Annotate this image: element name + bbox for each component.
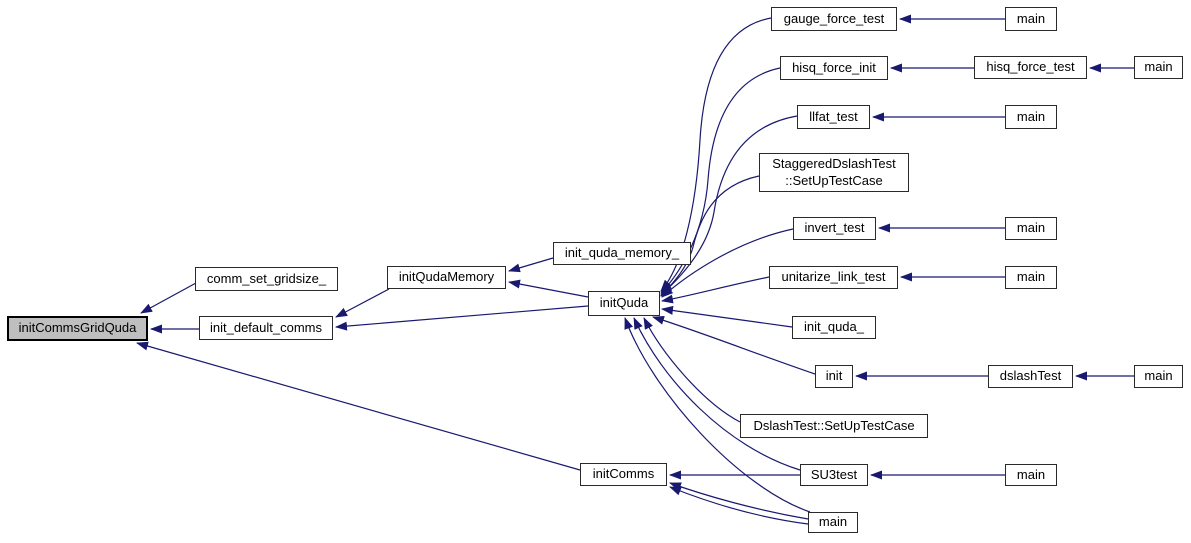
edge-dslash-setup-to-initQuda xyxy=(643,317,741,423)
edge-init_quda_memory_-to-initQudaMemory xyxy=(508,257,554,273)
node-init-default-comms[interactable]: init_default_comms xyxy=(199,316,333,340)
edge-main-bottom-to-initComms xyxy=(669,486,809,525)
node-main-llfat[interactable]: main xyxy=(1005,105,1057,129)
node-init[interactable]: init xyxy=(815,365,853,388)
node-llfat-test[interactable]: llfat_test xyxy=(797,105,870,129)
edge-comm_set_gridsize_-to-initCommsGridQuda xyxy=(140,282,197,314)
edge-SU3test-to-initQuda xyxy=(633,317,801,471)
node-unitarize-link-test[interactable]: unitarize_link_test xyxy=(769,266,898,289)
node-main-unitarize[interactable]: main xyxy=(1005,266,1057,289)
node-dslash-setup[interactable]: DslashTest::SetUpTestCase xyxy=(740,414,928,438)
node-main-dslash[interactable]: main xyxy=(1134,365,1183,388)
node-gauge-force-test[interactable]: gauge_force_test xyxy=(771,7,897,31)
edge-invert_test-to-initQuda xyxy=(661,228,794,298)
node-initqudamemory[interactable]: initQudaMemory xyxy=(387,266,506,289)
edge-llfat_test-to-initQuda xyxy=(660,115,798,296)
node-hisq-force-init[interactable]: hisq_force_init xyxy=(780,56,888,80)
edge-init-to-initQuda xyxy=(652,315,816,375)
edge-initQuda-to-init_default_comms xyxy=(335,305,589,331)
edge-hisq_force_init-to-initQuda xyxy=(660,67,781,294)
node-initcommsgridquda[interactable]: initCommsGridQuda xyxy=(7,316,148,341)
edge-main-bottom-to-initQuda xyxy=(624,317,811,513)
node-su3test[interactable]: SU3test xyxy=(800,464,868,486)
node-invert-test[interactable]: invert_test xyxy=(793,217,876,240)
node-initcomms[interactable]: initComms xyxy=(580,463,667,486)
node-comm-set-gridsize[interactable]: comm_set_gridsize_ xyxy=(195,267,338,291)
node-main-su3[interactable]: main xyxy=(1005,464,1057,486)
node-main-hisq[interactable]: main xyxy=(1134,56,1183,79)
edge-init_quda_-to-initQuda xyxy=(661,305,793,328)
node-hisq-force-test[interactable]: hisq_force_test xyxy=(974,56,1087,79)
node-init-quda[interactable]: init_quda_ xyxy=(792,316,876,339)
node-staggered-setup[interactable]: StaggeredDslashTest ::SetUpTestCase xyxy=(759,153,909,192)
edges xyxy=(136,14,1134,525)
edge-initQudaMemory-to-init_default_comms xyxy=(335,288,390,318)
edge-main-bottom-to-initComms xyxy=(669,482,809,520)
edge-staggered-setup-to-initQuda xyxy=(660,175,760,297)
node-initquda[interactable]: initQuda xyxy=(588,291,660,316)
edge-initQuda-to-initQudaMemory xyxy=(508,279,589,298)
node-dslashtest[interactable]: dslashTest xyxy=(988,365,1073,388)
edge-initComms-to-initCommsGridQuda xyxy=(136,341,581,471)
node-main-gauge[interactable]: main xyxy=(1005,7,1057,31)
node-init-quda-memory[interactable]: init_quda_memory_ xyxy=(553,242,691,265)
node-main-bottom[interactable]: main xyxy=(808,512,858,533)
node-main-invert[interactable]: main xyxy=(1005,217,1057,240)
edge-unitarize_link_test-to-initQuda xyxy=(661,276,770,304)
